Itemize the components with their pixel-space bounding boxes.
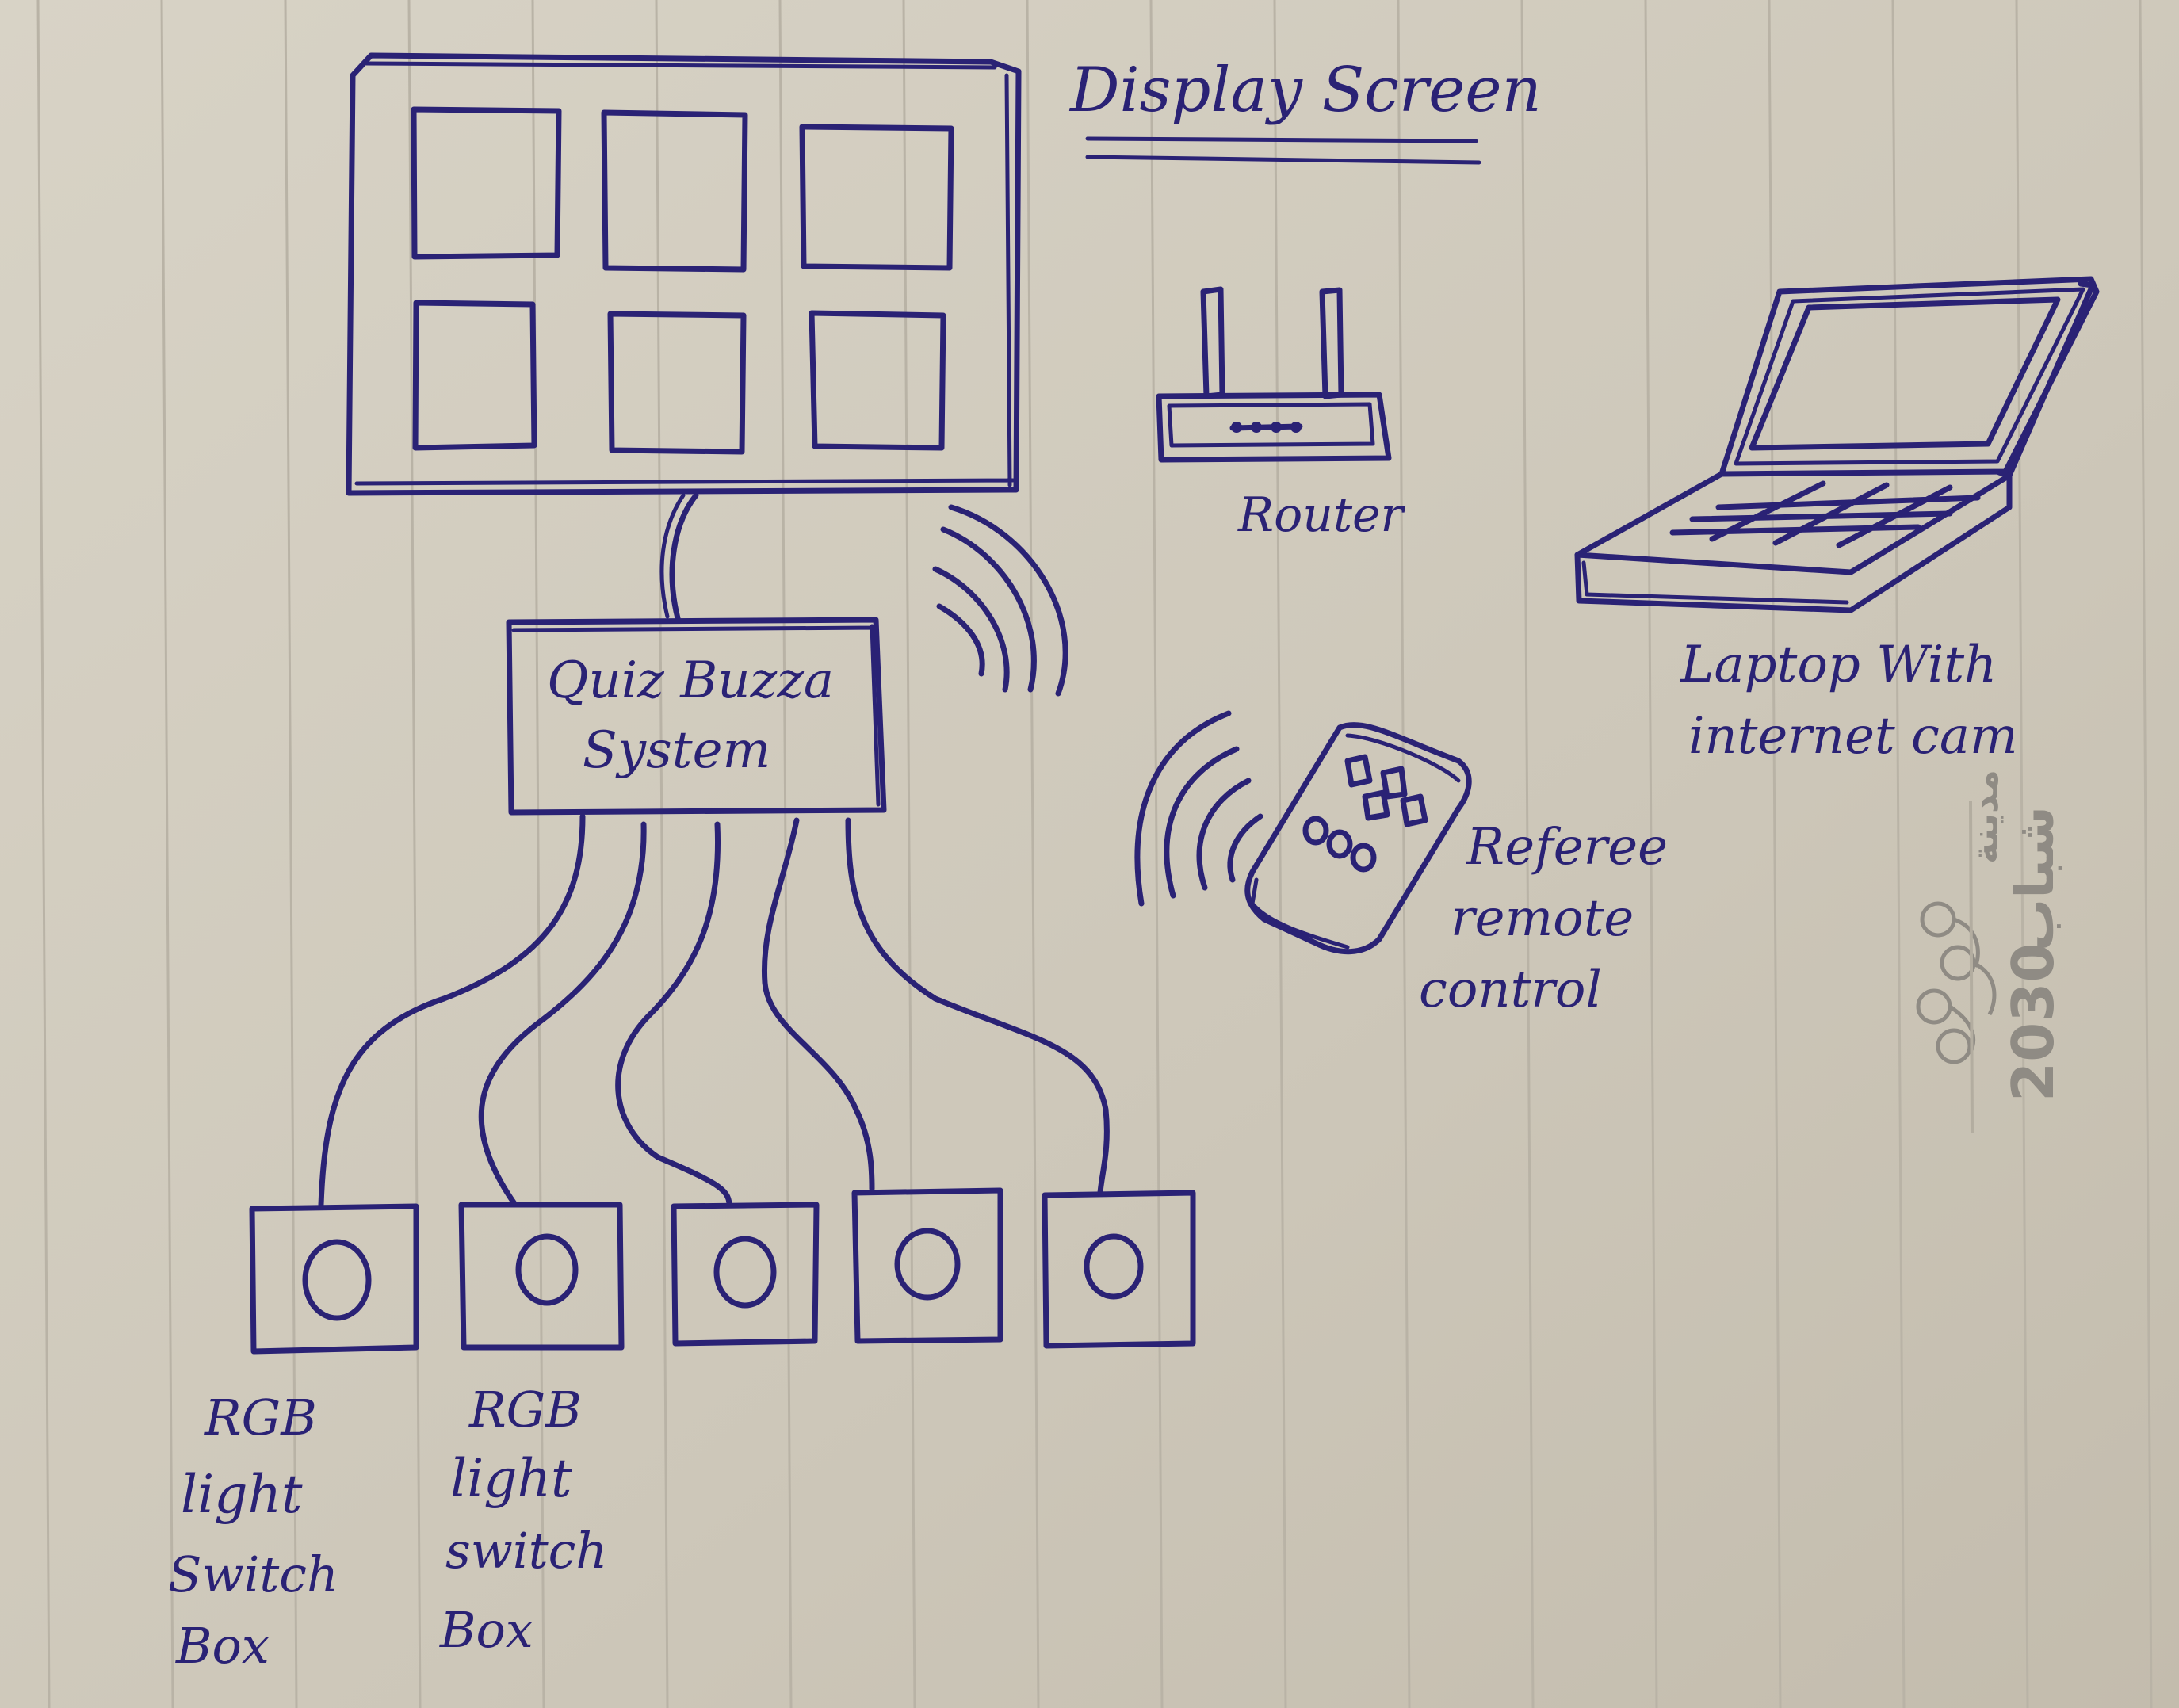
display-screen <box>346 52 1022 496</box>
ruled-line <box>778 0 793 1708</box>
quiz-system-label-line1: Quiz Buzza <box>547 651 834 710</box>
box1-label-line2: light <box>181 1464 303 1525</box>
referee-label-line3: control <box>1419 961 1602 1019</box>
ruled-line <box>2139 0 2153 1708</box>
laptop-icon <box>1574 276 2100 613</box>
ruled-line <box>1644 0 1658 1708</box>
router-label: Router <box>1237 487 1406 543</box>
display-screen-label: Display Screen <box>1068 55 1542 126</box>
ruled-line <box>1768 0 1782 1708</box>
watermark-figures-icon <box>1916 901 1997 1064</box>
quiz-system-label-line2: System <box>583 721 770 780</box>
ruled-line <box>1149 0 1164 1708</box>
buzzer-cables <box>318 813 1110 1208</box>
watermark-divider <box>1969 800 1974 1134</box>
ruled-line <box>655 0 669 1708</box>
rgb-switch-box <box>249 1203 419 1355</box>
box1-label-line3: Switch <box>168 1546 338 1603</box>
ruled-line <box>407 0 422 1708</box>
ruled-line <box>902 0 916 1708</box>
remote-signal-icon <box>1134 710 1263 907</box>
ruled-line <box>1026 0 1040 1708</box>
box2-label-line4: Box <box>439 1601 533 1659</box>
ruled-line <box>284 0 298 1708</box>
laptop-label-line2: internet cam <box>1688 707 2018 766</box>
laptop-label-line1: Laptop With <box>1680 636 1997 694</box>
router-icon <box>1156 286 1392 463</box>
watermark-arabic-line2: شباب <box>2005 806 2066 951</box>
rgb-switch-box <box>851 1187 1003 1344</box>
display-tile <box>601 109 748 273</box>
box1-label-line4: Box <box>175 1617 270 1675</box>
referee-label-line2: remote <box>1451 889 1634 948</box>
ruled-line <box>36 0 51 1708</box>
box2-label-line2: light <box>450 1448 572 1509</box>
box2-label-line1: RGB <box>468 1381 582 1439</box>
display-cable <box>669 492 699 621</box>
rgb-switch-box <box>1042 1190 1196 1349</box>
display-tile <box>809 310 946 451</box>
referee-label-line1: Referee <box>1466 818 1668 877</box>
title-underline <box>1085 136 1481 165</box>
watermark-logo: 2030 شباب مدينة <box>1963 770 2066 1102</box>
ruled-lines <box>36 0 2153 1708</box>
watermark-year: 2030 <box>2000 943 2066 1102</box>
display-tile <box>799 124 954 271</box>
rgb-switch-box <box>671 1202 820 1347</box>
ruled-line <box>1397 0 1411 1708</box>
referee-remote-icon <box>1244 722 1472 955</box>
ruled-line <box>1273 0 1287 1708</box>
box2-label-line3: switch <box>445 1522 607 1580</box>
ruled-line <box>160 0 174 1708</box>
display-tile <box>412 300 537 451</box>
ruled-line <box>531 0 545 1708</box>
wireless-signal-icon <box>932 504 1068 697</box>
rgb-switch-box <box>458 1202 625 1351</box>
display-tile <box>411 106 562 260</box>
display-tile <box>607 311 747 455</box>
box1-label-line1: RGB <box>204 1389 317 1446</box>
ruled-line <box>1520 0 1535 1708</box>
quiz-buzza-system <box>506 617 887 816</box>
